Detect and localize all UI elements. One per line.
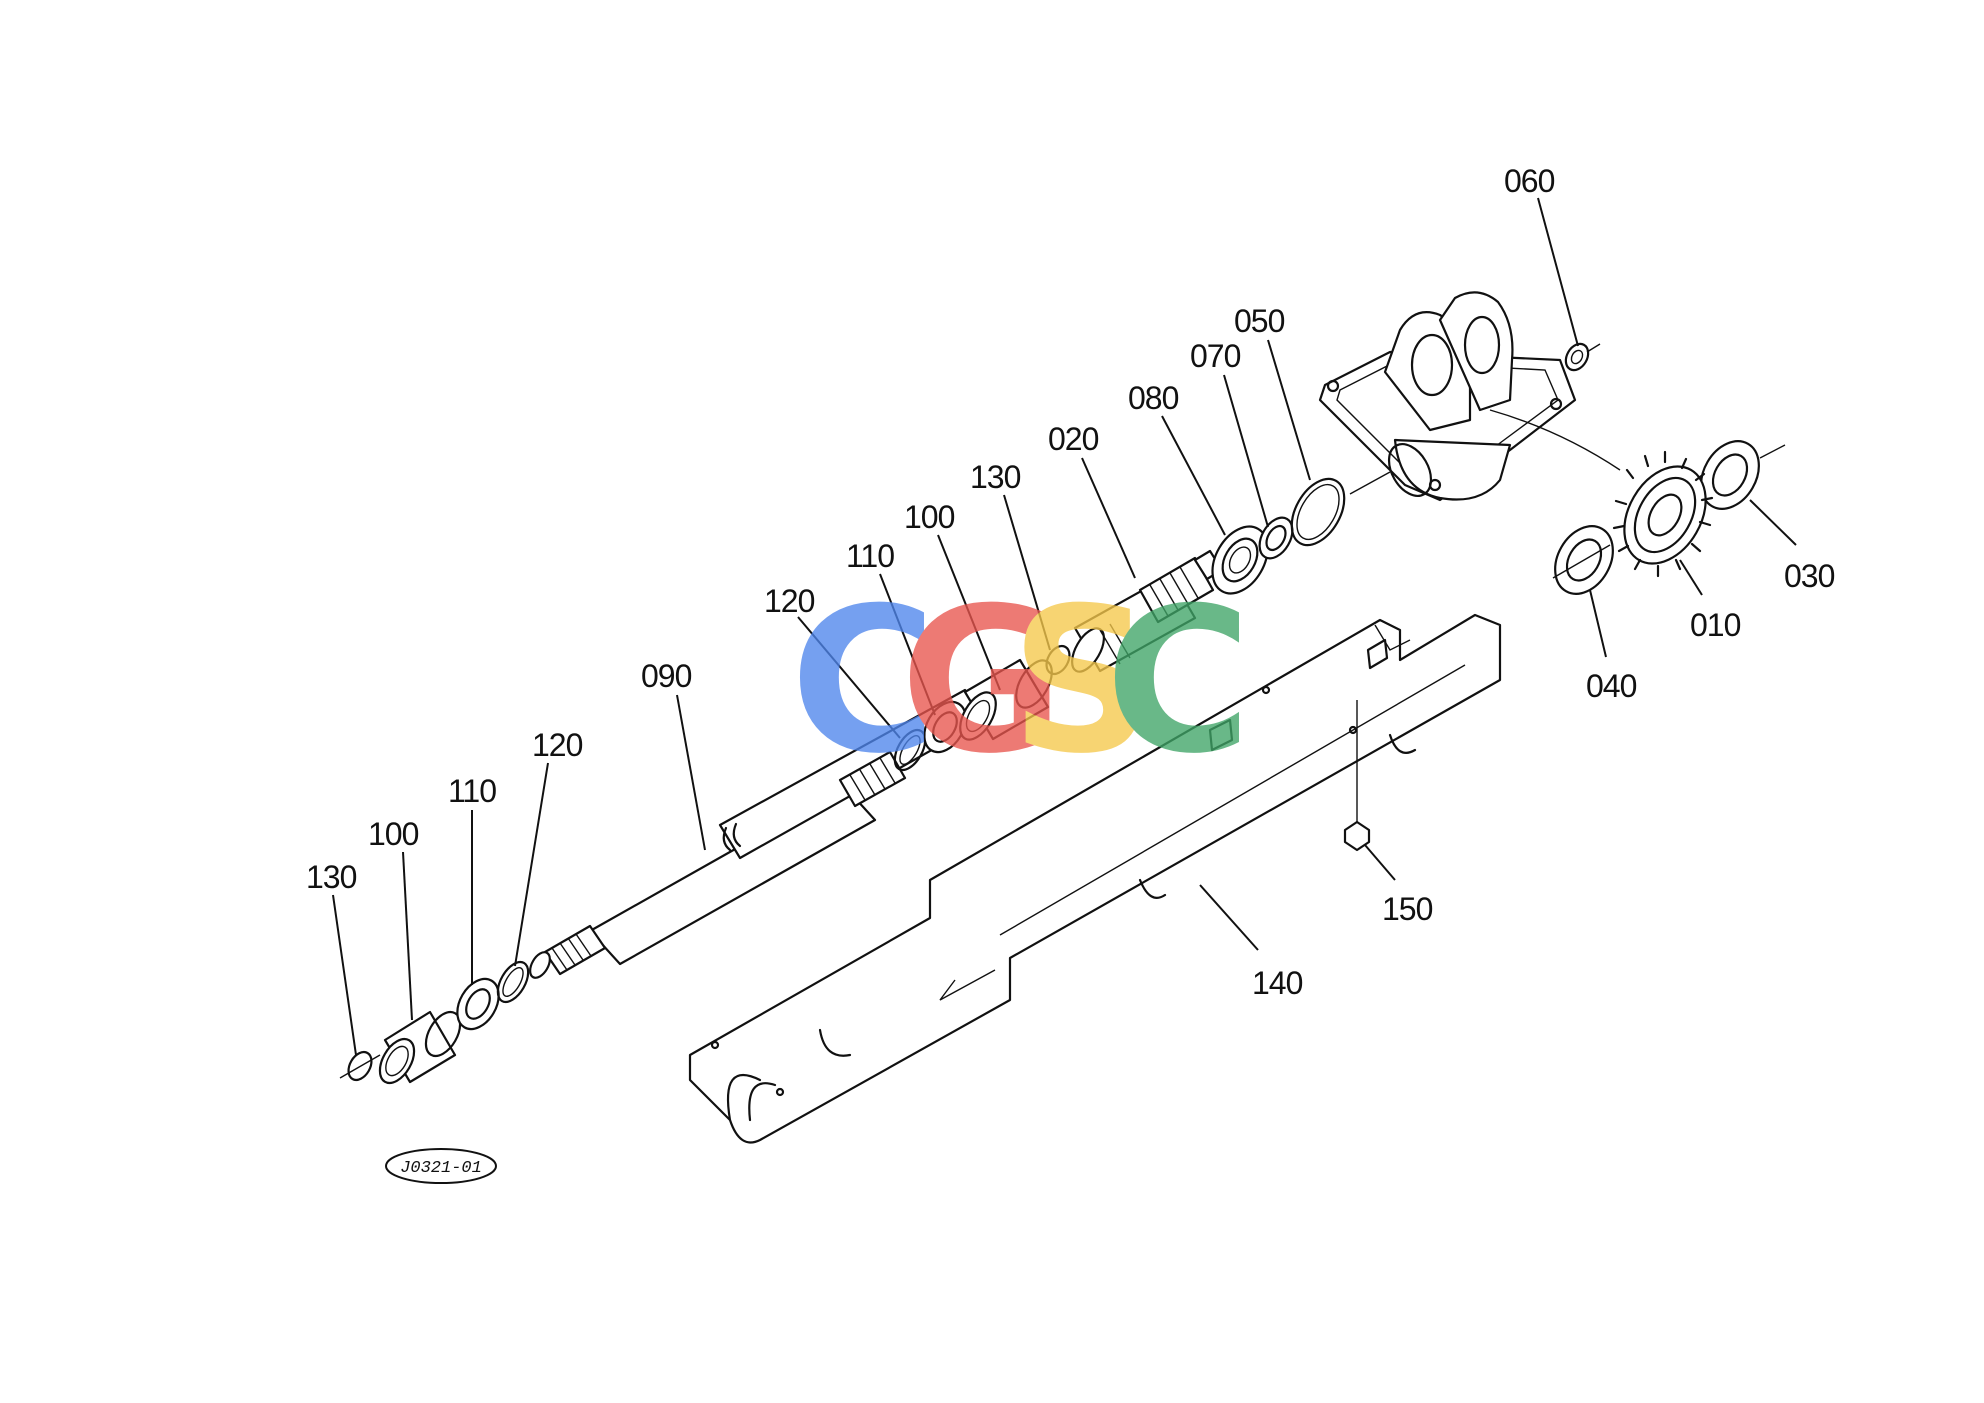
callout-120-left: 120 — [532, 727, 583, 763]
watermark-letter-s: S — [1010, 565, 1154, 798]
collar-070 — [1258, 516, 1294, 560]
callout-120-mid: 120 — [764, 583, 815, 619]
callout-060: 060 — [1504, 163, 1555, 199]
bolt-150 — [1343, 700, 1371, 852]
callout-110-left: 110 — [448, 773, 496, 809]
circlip-120-left — [496, 960, 530, 1004]
shaft-cover-140 — [688, 613, 1502, 1144]
circlip-050 — [1290, 471, 1391, 547]
callout-010: 010 — [1690, 607, 1741, 643]
nut-060 — [1564, 342, 1601, 372]
watermark-letter-g: G — [900, 565, 1064, 798]
watermark-letter-c2: C — [1105, 565, 1252, 798]
callout-050: 050 — [1234, 303, 1285, 339]
reference-code-badge: J0321-01 — [385, 1148, 497, 1184]
gear-case — [1318, 291, 1621, 502]
callout-100-left: 100 — [368, 816, 419, 852]
bearing-030 — [1700, 440, 1786, 510]
callout-110-mid: 110 — [846, 538, 894, 574]
cgsc-watermark: C G S C — [790, 565, 1252, 798]
leader-lines — [332, 197, 1797, 1056]
drive-shaft-090 — [529, 688, 987, 979]
bearing-110-left — [456, 977, 500, 1031]
callout-070: 070 — [1190, 338, 1241, 374]
watermark-letter-c1: C — [790, 565, 937, 798]
callout-100-mid: 100 — [904, 499, 955, 535]
callout-020: 020 — [1048, 421, 1099, 457]
callout-030: 030 — [1784, 558, 1835, 594]
reference-code: J0321-01 — [400, 1159, 482, 1178]
needle-bearing-100-left — [378, 1010, 462, 1085]
callout-150: 150 — [1382, 891, 1433, 927]
circlip-120-mid — [893, 728, 927, 772]
callout-090: 090 — [641, 658, 692, 694]
snap-ring-130-left — [339, 1050, 381, 1082]
callout-140: 140 — [1252, 965, 1303, 1001]
bearing-080 — [1211, 525, 1269, 595]
gear-010 — [1612, 450, 1714, 578]
snap-ring-130-mid — [1045, 644, 1071, 676]
callout-080: 080 — [1128, 380, 1179, 416]
bearing-040 — [1552, 525, 1614, 595]
needle-bearing-100-mid — [959, 658, 1053, 741]
callout-130-left: 130 — [306, 859, 357, 895]
shaft-020 — [1071, 549, 1224, 673]
callout-130-mid: 130 — [970, 459, 1021, 495]
callout-040: 040 — [1586, 668, 1637, 704]
